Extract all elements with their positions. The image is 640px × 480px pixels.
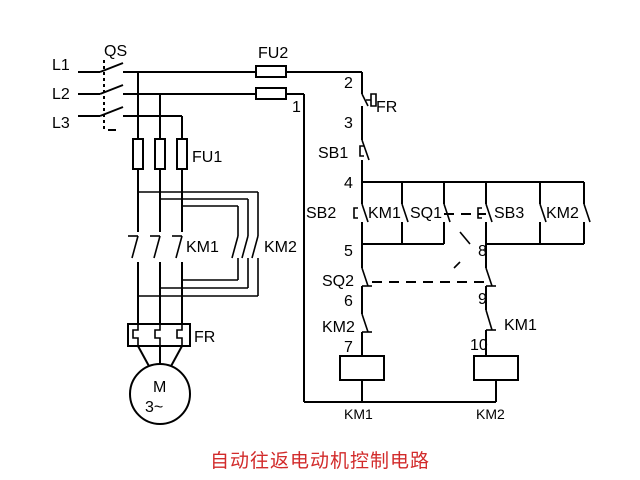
label-coil1: KM1 bbox=[344, 406, 373, 422]
node-3: 3 bbox=[344, 115, 353, 132]
node-6: 6 bbox=[344, 293, 353, 310]
label-qs: QS bbox=[104, 43, 127, 60]
km2-main-contacts bbox=[231, 235, 259, 260]
label-km2-hold: KM2 bbox=[546, 205, 579, 222]
label-sb2: SB2 bbox=[306, 205, 336, 222]
label-coil2: KM2 bbox=[476, 406, 505, 422]
label-sb1: SB1 bbox=[318, 145, 348, 162]
fr-control-contact bbox=[361, 72, 377, 124]
label-km1-interlock: KM1 bbox=[504, 317, 537, 334]
node-5: 5 bbox=[344, 243, 353, 260]
label-fu1: FU1 bbox=[192, 149, 222, 166]
label-sq2: SQ2 bbox=[322, 273, 354, 290]
label-km1-main: KM1 bbox=[186, 239, 219, 256]
motor-label: M bbox=[153, 379, 166, 396]
label-km1-hold: KM1 bbox=[368, 205, 401, 222]
km1-coil-branch bbox=[361, 262, 372, 402]
fu2-fuses bbox=[255, 65, 287, 100]
label-sq1: SQ1 bbox=[410, 205, 442, 222]
node-2: 2 bbox=[344, 75, 353, 92]
node-1: 1 bbox=[292, 99, 301, 116]
label-km2-interlock: KM2 bbox=[322, 319, 355, 336]
node-8: 8 bbox=[478, 243, 487, 260]
label-l3: L3 bbox=[52, 115, 70, 132]
km2-coil-branch bbox=[485, 262, 497, 402]
km1-branch bbox=[353, 182, 451, 262]
km1-main-contacts bbox=[128, 232, 188, 262]
node-9: 9 bbox=[478, 291, 487, 308]
motor-leads bbox=[137, 345, 183, 369]
limit-switch-linkage bbox=[372, 213, 486, 283]
motor-phase-label: 3~ bbox=[145, 399, 163, 416]
phase-drops bbox=[137, 72, 183, 330]
label-km2-main: KM2 bbox=[264, 239, 297, 256]
km2-branch-wiring bbox=[138, 191, 259, 297]
power-bus bbox=[123, 71, 362, 117]
node-4: 4 bbox=[344, 175, 353, 192]
fr-thermal-elements bbox=[127, 323, 191, 347]
km2-branch bbox=[477, 182, 591, 262]
label-sb3: SB3 bbox=[494, 205, 524, 222]
sb1-stop-button bbox=[359, 124, 370, 182]
node-10: 10 bbox=[470, 337, 488, 354]
diagram-caption: 自动往返电动机控制电路 bbox=[209, 450, 430, 472]
km1-coil bbox=[339, 355, 385, 381]
node-7: 7 bbox=[344, 339, 353, 356]
label-fr-main: FR bbox=[194, 329, 215, 346]
label-l2: L2 bbox=[52, 86, 70, 103]
motor-circle bbox=[129, 363, 191, 425]
label-l1: L1 bbox=[52, 57, 70, 74]
qs-switch bbox=[78, 60, 124, 131]
label-fu2: FU2 bbox=[258, 45, 288, 62]
fu1-fuses bbox=[132, 138, 188, 170]
label-fr-ctrl: FR bbox=[376, 99, 397, 116]
km2-coil bbox=[473, 355, 519, 381]
